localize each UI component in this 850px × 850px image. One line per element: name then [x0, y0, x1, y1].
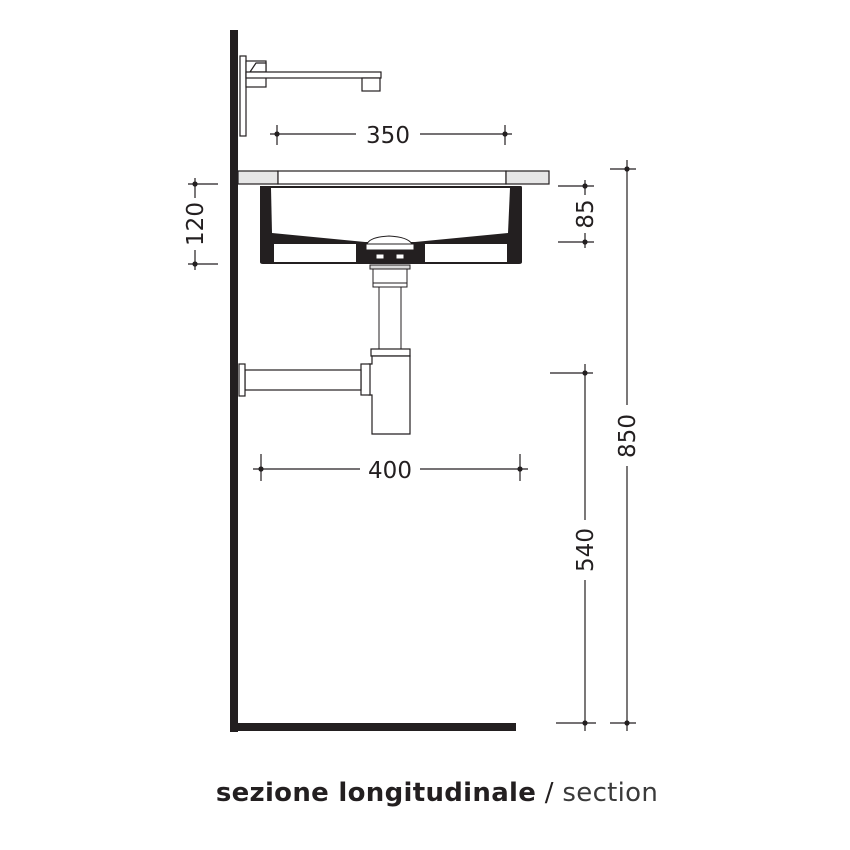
trap-outlet-collar — [360, 363, 371, 396]
dimension-label-120: 120 — [183, 202, 209, 246]
trap-outlet-pipe — [244, 369, 362, 391]
wall-mounted-faucet — [239, 55, 382, 137]
wall — [230, 30, 238, 732]
drain-cap — [366, 235, 413, 245]
drawing-caption: sezione longitudinale / section — [0, 778, 850, 808]
bottle-trap — [238, 348, 411, 435]
dimension-350: 350 — [270, 123, 512, 149]
countertop-left — [237, 170, 279, 185]
countertop-right — [505, 170, 550, 185]
dimension-120: 120 — [183, 178, 218, 270]
dimension-label-400: 400 — [368, 458, 412, 484]
faucet-spout — [245, 71, 382, 79]
dimension-400: 400 — [253, 454, 528, 484]
caption-separator: / — [544, 778, 554, 808]
countertop — [237, 170, 550, 185]
undermount-basin — [260, 186, 522, 264]
dimension-label-85: 85 — [573, 199, 599, 228]
caption-italian: sezione longitudinale — [215, 778, 537, 808]
floor — [230, 723, 516, 731]
faucet-outlet — [361, 77, 381, 92]
drain-pipe — [378, 286, 402, 350]
dimension-label-850: 850 — [615, 414, 641, 458]
dimension-label-350: 350 — [366, 123, 410, 149]
trap-wall-flange — [238, 363, 246, 397]
caption-english: section — [562, 778, 659, 808]
dimension-850: 850 — [610, 160, 641, 731]
drain-waste — [365, 235, 415, 350]
dimension-label-540: 540 — [573, 528, 599, 572]
dimension-540: 540 — [550, 364, 599, 731]
dimension-85: 85 — [558, 180, 599, 248]
faucet-wall-plate — [239, 55, 247, 137]
countertop-cutout-rim — [277, 170, 507, 185]
